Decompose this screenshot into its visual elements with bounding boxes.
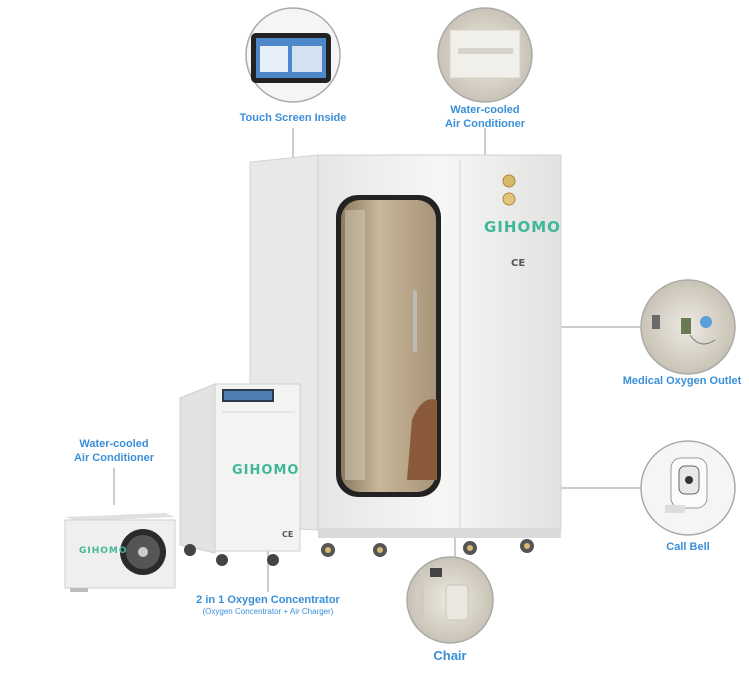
chamber-ce-mark: CE xyxy=(511,258,526,269)
callout-circles xyxy=(245,7,736,644)
water-cooled-left-label-line2: Air Conditioner xyxy=(73,452,155,464)
concentrator-ce-mark: CE xyxy=(282,530,294,539)
chair-label: Chair xyxy=(433,648,467,663)
water-cooled-top-label-line2: Air Conditioner xyxy=(444,118,526,130)
concentrator-brand-logo: GIHOMO xyxy=(232,463,300,478)
oxygen-concentrator-sublabel: (Oxygen Concentrator + Air Charger) xyxy=(202,607,334,616)
water-cooled-top-label-line1: Water-cooled xyxy=(450,104,520,116)
touch-screen-label: Touch Screen Inside xyxy=(239,112,347,124)
oxygen-concentrator-label: 2 in 1 Oxygen Concentrator xyxy=(196,594,340,606)
medical-oxygen-outlet-label: Medical Oxygen Outlet xyxy=(622,375,742,387)
ac-brand-logo: GIHOMO xyxy=(79,546,128,556)
chamber-brand-logo: GIHOMO xyxy=(484,218,561,236)
water-cooled-left-label-line1: Water-cooled xyxy=(79,438,149,450)
call-bell-label: Call Bell xyxy=(666,541,710,553)
